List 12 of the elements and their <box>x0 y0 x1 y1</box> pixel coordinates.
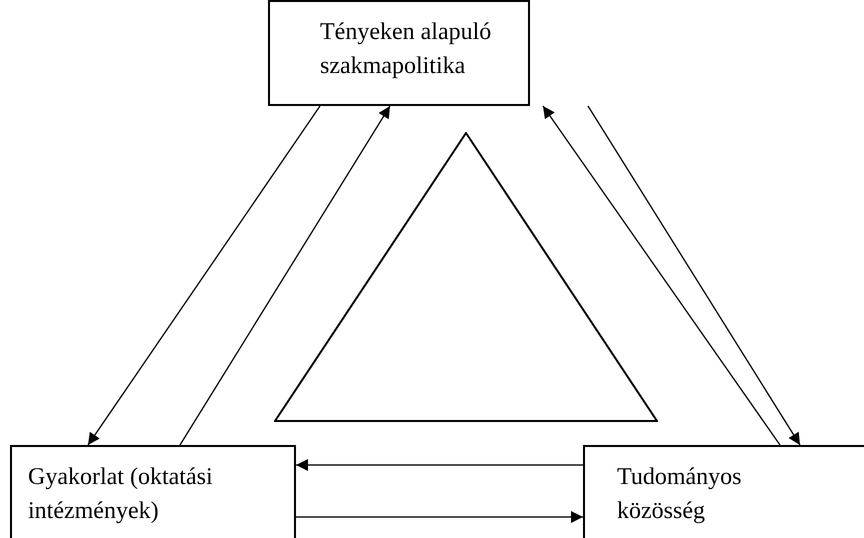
arrow <box>87 106 321 446</box>
box-label: Gyakorlat (oktatási intézmények) <box>28 463 214 526</box>
arrow <box>587 106 801 446</box>
arrow <box>179 106 391 446</box>
text-box <box>10 445 296 538</box>
box-label: Tényeken alapuló szakmapolitika <box>320 18 492 81</box>
box-label: Tudományos közösség <box>617 463 742 526</box>
arrow <box>296 511 583 523</box>
text-box <box>583 445 864 538</box>
arrow <box>296 459 583 471</box>
arrow <box>542 106 781 446</box>
text-box <box>268 0 530 106</box>
